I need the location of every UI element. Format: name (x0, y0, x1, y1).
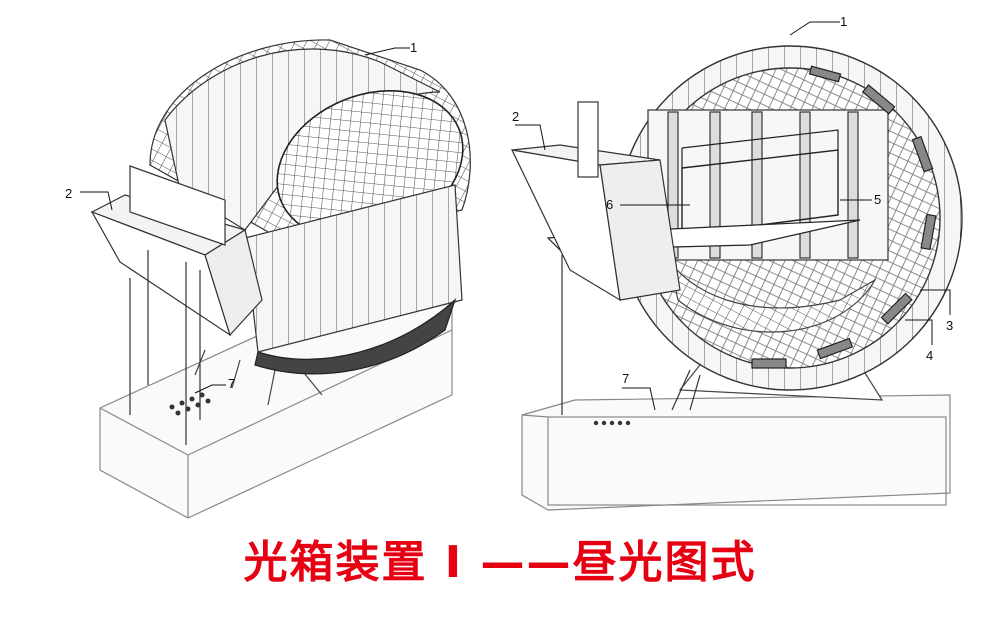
right-base-block (521, 394, 951, 511)
left-figure-light-box (80, 39, 471, 519)
left-label-2: 2 (65, 186, 72, 201)
right-label-3: 3 (946, 318, 953, 333)
left-label-1: 1 (410, 40, 417, 55)
left-label-7: 7 (228, 376, 235, 391)
right-leader-lines (515, 21, 951, 411)
right-label-6: 6 (606, 197, 613, 212)
right-label-1: 1 (840, 14, 847, 29)
left-drum (149, 39, 471, 375)
right-label-4: 4 (926, 348, 933, 363)
left-leader-lines (80, 47, 410, 394)
right-label-7: 7 (622, 371, 629, 386)
right-label-2: 2 (512, 109, 519, 124)
right-funnel-box (510, 101, 701, 415)
figure-caption: 光箱装置 I ——昼光图式 (243, 537, 757, 588)
right-ring (546, 45, 963, 391)
left-funnel-box (90, 165, 263, 445)
right-label-5: 5 (874, 192, 881, 207)
right-figure-light-box-cutaway (510, 21, 963, 511)
